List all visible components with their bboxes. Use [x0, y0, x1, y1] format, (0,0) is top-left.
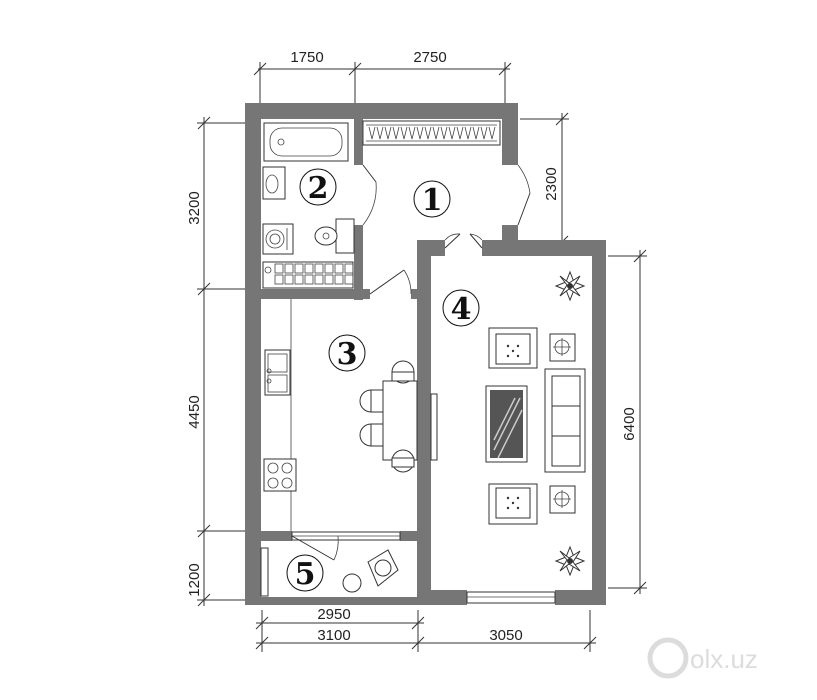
room-2-number: 2: [308, 171, 329, 206]
armchair-bottom: [488, 483, 538, 525]
coffee-table: [485, 385, 528, 463]
kitchen-counter: [264, 299, 292, 531]
dining-table: [359, 360, 418, 473]
doors: [291, 164, 531, 561]
bathtub-icon: [263, 122, 349, 162]
toilet-icon: [314, 218, 355, 254]
wardrobe: [362, 120, 501, 146]
balcony-table: [342, 573, 362, 593]
armchair-top: [488, 327, 538, 369]
washing-machine-icon: [262, 223, 294, 255]
shower-tray: [262, 261, 354, 289]
dim-right-1: 2300: [543, 167, 560, 200]
balcony-chair: [367, 549, 399, 587]
room-4-number: 4: [451, 292, 472, 327]
dim-left-2: 4450: [186, 395, 203, 428]
plant-icon-bottom: [554, 545, 586, 577]
walls: [245, 103, 606, 605]
radiator: [430, 393, 438, 461]
dim-right-2: 6400: [621, 407, 638, 440]
dim-bottom-1: 2950: [317, 606, 350, 623]
room-3-number: 3: [337, 337, 358, 372]
dim-top-2: 2750: [413, 49, 446, 66]
room-3-marker: 3: [328, 334, 366, 372]
watermark-text: olx.uz: [690, 644, 758, 674]
room-2-marker: 2: [299, 168, 337, 206]
sink-icon: [262, 166, 286, 200]
dim-bottom-2: 3100: [317, 627, 350, 644]
plant-icon-top: [554, 270, 586, 302]
side-table-bottom: [549, 485, 576, 514]
sofa: [544, 368, 586, 473]
room-5-marker: 5: [286, 554, 324, 592]
room-1-number: 1: [422, 183, 443, 218]
side-table-top: [549, 333, 576, 362]
dimension-lines: [197, 62, 647, 652]
wardrobe-hangers: [368, 126, 496, 140]
room-5-number: 5: [295, 557, 316, 592]
dim-top-1: 1750: [290, 49, 323, 66]
dim-bottom-3: 3050: [489, 627, 522, 644]
olx-watermark: olx.uz: [647, 637, 758, 679]
room-1-marker: 1: [413, 180, 451, 218]
room-4-marker: 4: [442, 289, 480, 327]
dim-left-3: 1200: [186, 563, 203, 596]
dim-left-1: 3200: [186, 191, 203, 224]
stove-icon: [263, 458, 297, 492]
